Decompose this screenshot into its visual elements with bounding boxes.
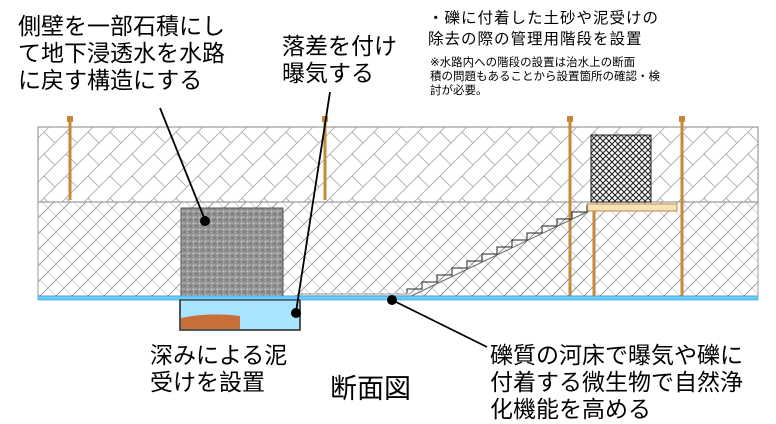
leader-lines xyxy=(159,91,488,348)
lower-channel-wall xyxy=(37,201,759,297)
label-stairs-note: ※水路内への階段の設置は治水上の断面 積の問題もあることから設置箇所の確認・検 … xyxy=(430,55,660,97)
leader-dot-drop xyxy=(291,308,301,318)
stair-landing xyxy=(586,203,678,212)
label-side-wall: 側壁を一部石積にし て地下浸透水を水路 に戻す構造にする xyxy=(18,14,225,94)
maintenance-staircase xyxy=(406,205,588,299)
label-sediment-pool: 深みによる泥 受けを設置 xyxy=(150,343,288,396)
leader-dot-stone xyxy=(200,216,210,226)
label-maintenance-stairs: ・礫に付着した土砂や泥受けの 除去の際の管理用階段を設置 xyxy=(428,9,660,48)
sediment-pool xyxy=(179,299,301,331)
wooden-posts xyxy=(68,120,684,300)
stone-masonry-wall xyxy=(180,207,284,299)
leader-dot-gravel xyxy=(387,295,397,305)
access-net-ladder xyxy=(590,134,652,203)
water-surface xyxy=(37,295,759,301)
label-drop-aeration: 落差を付け 曝気する xyxy=(282,34,397,87)
diagram-title: 断面図 xyxy=(330,374,411,405)
label-gravel-bed: 礫質の河床で曝気や礫に 付着する微生物で自然浄 化機能を高める xyxy=(490,343,743,423)
